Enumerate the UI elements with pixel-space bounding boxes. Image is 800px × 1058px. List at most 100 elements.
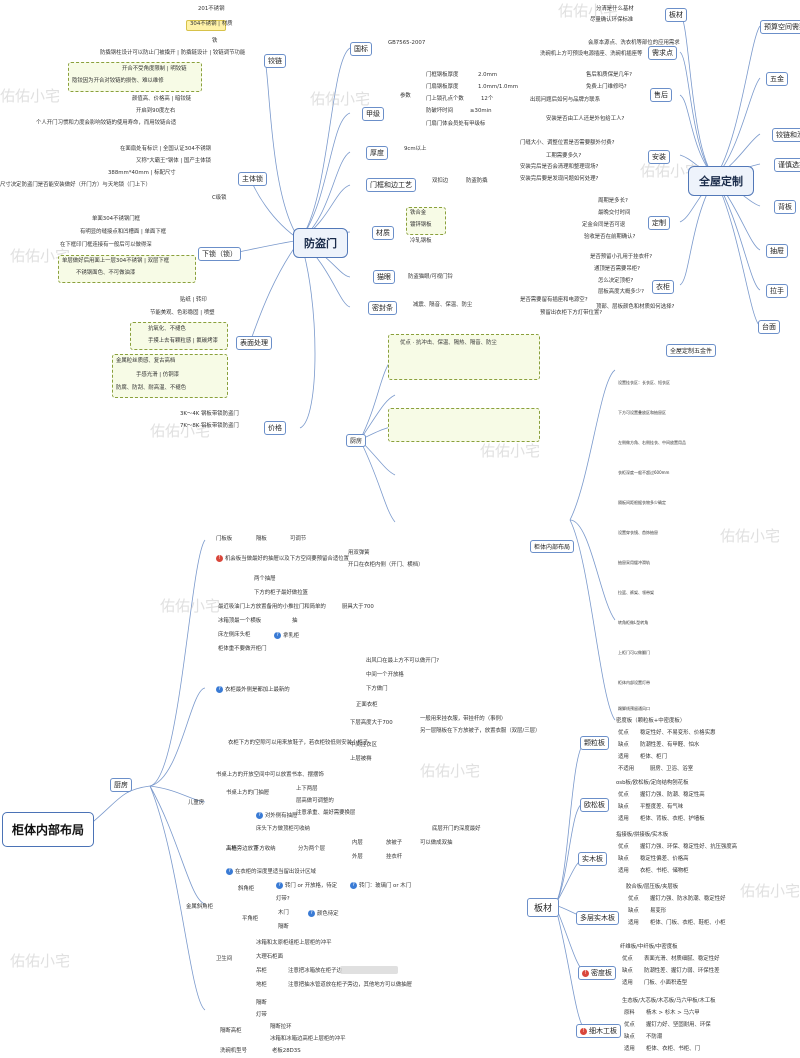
right-edge-item[interactable]: 背板 (774, 200, 796, 214)
root-cabinet-layout[interactable]: 柜体内部布局 (2, 812, 95, 847)
corner-item: 隔断 (278, 924, 289, 930)
board-detail: 适用 (618, 754, 629, 760)
branch-need[interactable]: 需求点 (648, 46, 677, 60)
central-topic-whole-house-custom[interactable]: 全屋定制 (688, 166, 754, 196)
right-edge-item[interactable]: 预算空间需要做什么 (760, 20, 800, 34)
wardrobe-item: 是否预留小孔用于挂衣杆? (590, 254, 653, 260)
board-detail: 优点 (628, 896, 639, 902)
surface-item: 手摸上去有颗粒感 | 氟碳烤漆 (148, 338, 218, 344)
inner-layout-node[interactable]: 柜体内部布局 (530, 540, 575, 553)
kids-item: 分为两个层 (298, 846, 325, 852)
corner-item: 灯带? (276, 896, 290, 902)
branch-surface[interactable]: 表面处理 (236, 336, 272, 350)
branch-lower-lock[interactable]: 下锁（锁） (198, 247, 241, 261)
custom-item: 周期是多长? (598, 198, 628, 204)
jiaji-param-label: 参数 (400, 93, 411, 99)
branch-after-sale[interactable]: 售后 (650, 88, 672, 102)
board-type-osb[interactable]: 欧松板 (580, 798, 609, 812)
right-edge-item[interactable]: 台面 (758, 320, 780, 334)
branch-price[interactable]: 价格 (264, 421, 286, 435)
branch-board[interactable]: 板材 (665, 8, 687, 22)
board-type-multilayer[interactable]: 多层实木板 (576, 911, 619, 925)
branch-houdu[interactable]: 厚度 (366, 146, 388, 160)
branch-jiaji[interactable]: 甲级 (362, 107, 384, 121)
custom-item: 验收是否在前期确认? (584, 234, 636, 240)
peephole-value: 防盗猫眼/可视门铃 (408, 274, 453, 280)
branch-door-frame[interactable]: 门框和边工艺 (366, 178, 416, 192)
corner-item: 颜色待定 (317, 911, 339, 917)
right-edge-item[interactable]: 铰链和滑轨 (772, 128, 800, 142)
wardrobe-item: 上下两层 (296, 786, 318, 792)
corner-item: 斜角柜 (238, 886, 255, 892)
install-item: 安装完后是否会清理和整理现场? (520, 164, 599, 170)
right-edge-item[interactable]: 五金 (766, 72, 788, 86)
wardrobe-label: 衣柜最外侧是都加上最新的 (225, 687, 290, 693)
branch-hinge[interactable]: 铰链 (264, 54, 286, 68)
watermark: 佑佑小宅 (0, 87, 61, 105)
watermark: 佑佑小宅 (558, 2, 619, 20)
branch-peephole[interactable]: 猫眼 (373, 270, 395, 284)
wardrobe-item: 书桌上方的门抽屉 (226, 790, 270, 796)
branch-main-lock[interactable]: 主体锁 (238, 172, 267, 186)
kitchen-item: 柜体重不要做开柜门 (218, 646, 267, 652)
board-detail: 门板、小面积造型 (644, 980, 688, 986)
watermark: 佑佑小宅 (10, 247, 71, 265)
right-edge-item[interactable]: 拉手 (766, 284, 788, 298)
cabinet-center-node[interactable]: 厨房 (346, 434, 367, 447)
frame-b: 防盗防撬 (466, 178, 488, 184)
central-topic-anti-theft-door[interactable]: 防盗门 (293, 228, 348, 258)
hardware-node[interactable]: 全屋定制五金件 (666, 344, 717, 357)
board-type-label: 细木工板 (589, 1027, 617, 1035)
watermark: 佑佑小宅 (420, 762, 481, 780)
board-type-blockboard[interactable]: !细木工板 (576, 1024, 621, 1038)
wardrobe-item: 顶部、层板颜色和材质如何选择? (596, 304, 675, 310)
board-detail: 优点 (624, 1022, 635, 1028)
frame-a: 双扣边 (432, 178, 449, 184)
board-type-solid[interactable]: 实木板 (578, 852, 607, 866)
cabinet-group-a (388, 334, 540, 380)
hinge-item: 防撬钢柱设计可以防止门被撬开 | 防撬链设计 | 铰链调节功能 (100, 50, 246, 56)
wardrobe-item: 衣柜下方的空隙可以用来放鞋子，若衣柜较低则安装小柜子 (228, 740, 369, 746)
wardrobe-item: 另一层隔板在下方放被子，放置衣服（双层/三层） (420, 728, 541, 734)
right-edge-item[interactable]: 抽屉 (766, 244, 788, 258)
after-sale-item: 出现问题后如何与品牌方联系 (530, 97, 601, 103)
param-key: 门框钢板厚度 (426, 72, 459, 78)
surface-item: 手感光滑 | 仿铜漆 (136, 372, 179, 378)
branch-install[interactable]: 安装 (648, 150, 670, 164)
branch-material[interactable]: 材质 (372, 226, 394, 240)
branch-seal-strip[interactable]: 密封条 (368, 301, 397, 315)
inner-row: 下方可设置叠放区和抽屉区 (618, 410, 666, 415)
board-detail: 稳定性偏差、价格高 (640, 856, 689, 862)
inner-row: 衣柜深度一般不超过600mm (618, 470, 670, 475)
branch-guobiao[interactable]: 国标 (350, 42, 372, 56)
bath-item: 冰箱和冰箱边高柜上层柜的冲平 (270, 1036, 346, 1042)
watermark: 佑佑小宅 (160, 597, 221, 615)
wardrobe-item: 是否需要留有插座和电源空? (520, 297, 588, 303)
board-detail: 缺点 (622, 968, 633, 974)
branch-board-materials[interactable]: 板材 (527, 898, 560, 917)
warning-icon: ! (580, 1027, 587, 1035)
surface-item: 抗氧化、不褪色 (148, 326, 186, 332)
board-detail: 握钉力强、环保、稳定性好、抗压强度高 (640, 844, 738, 850)
board-type-density[interactable]: !密度板 (578, 966, 616, 980)
branch-wardrobe[interactable]: 衣柜 (652, 280, 674, 294)
param-value: 1.0mm/1.0mm (478, 84, 518, 90)
main-lock-item: 在面扇处有标识 | 全国认证304不锈钢 (120, 146, 212, 152)
kitchen-item: 抽 (292, 618, 298, 624)
watermark: 佑佑小宅 (310, 90, 371, 108)
board-detail: 缺点 (618, 742, 629, 748)
bath-item: 大理石柜面 (256, 954, 283, 960)
board-detail: 适用 (618, 868, 629, 874)
right-edge-item[interactable]: 谨慎选择 (774, 158, 800, 172)
board-detail: 指接板/拼接板/实木板 (616, 832, 669, 838)
wardrobe-item: 内层 (352, 840, 363, 846)
lower-lock-group (58, 255, 196, 283)
branch-custom[interactable]: 定制 (648, 216, 670, 230)
param-key: 防破坏时间 (426, 108, 453, 114)
branch-kitchen-layout[interactable]: 厨房 (110, 778, 132, 792)
wardrobe-item: 上层被褥 (350, 756, 372, 762)
board-item: 分清是什么基材 (596, 6, 634, 12)
inner-row: 左侧做方角、右侧挂衣、中间放置用品 (618, 440, 686, 445)
board-type-particle[interactable]: 颗粒板 (580, 736, 609, 750)
board-detail: 原料 (624, 1010, 635, 1016)
